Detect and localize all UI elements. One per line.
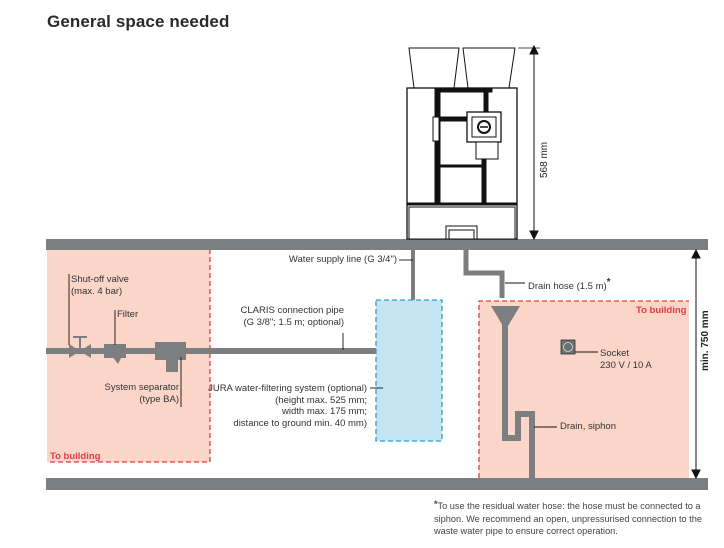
page-title: General space needed <box>47 12 230 31</box>
claris-connection-pipe <box>46 348 376 354</box>
drain-hose-footnote-mark: * <box>606 277 611 288</box>
leader-lines <box>68 259 598 428</box>
counter-height-label: min. 750 mm <box>700 310 711 371</box>
shutoff-valve-label: Shut-off valve (max. 4 bar) <box>71 274 129 297</box>
drain-siphon-label: Drain, siphon <box>560 421 616 432</box>
socket-rating: 230 V / 10 A <box>600 359 652 371</box>
drain-hose-text: Drain hose (1.5 m) <box>528 281 607 293</box>
system-separator-type: (type BA) <box>139 393 179 405</box>
socket-icon <box>560 339 576 355</box>
socket-label: Socket 230 V / 10 A <box>600 348 652 371</box>
socket-name: Socket <box>600 348 630 359</box>
coffee-machine <box>406 47 518 240</box>
claris-pipe-label: CLARIS connection pipe (G 3/8"; 1.5 m; o… <box>220 305 344 328</box>
filter-system-height: (height max. 525 mm; <box>275 394 367 406</box>
footnote-text: To use the residual water hose: the hose… <box>434 501 702 536</box>
water-filter-system <box>375 299 443 442</box>
machine-height-label: 568 mm <box>539 141 550 178</box>
footnote: *To use the residual water hose: the hos… <box>434 500 724 538</box>
claris-pipe-spec: (G 3/8"; 1.5 m; optional) <box>243 316 344 328</box>
filter-system-distance: distance to ground min. 40 mm) <box>233 417 367 429</box>
system-separator-label: System separator (type BA) <box>100 382 179 405</box>
machine-height-dimension <box>518 44 540 241</box>
filter-icon <box>104 344 126 364</box>
drain-hose-label: Drain hose (1.5 m)* <box>528 277 611 293</box>
system-separator-name: System separator <box>104 382 179 393</box>
counter-height-dimension <box>691 248 701 480</box>
right-zone-label: To building <box>636 305 687 316</box>
left-zone-label: To building <box>50 451 101 462</box>
filter-system-label: JURA water-filtering system (optional) (… <box>205 383 367 429</box>
right-building-zone <box>479 301 689 478</box>
drain-hose <box>463 250 505 298</box>
shutoff-valve-pressure: (max. 4 bar) <box>71 285 123 297</box>
left-zone-border <box>47 249 211 463</box>
drain-funnel-icon <box>491 306 520 326</box>
filter-label: Filter <box>117 309 139 320</box>
filter-system-width: width max. 175 mm; <box>282 406 367 417</box>
shutoff-valve-name: Shut-off valve <box>71 274 129 285</box>
right-zone-border <box>478 300 689 478</box>
drain-siphon <box>502 320 535 478</box>
counter-shelf <box>46 239 708 250</box>
filter-system-name: JURA water-filtering system (optional) <box>208 383 367 394</box>
water-supply-line <box>411 250 415 300</box>
floor-shelf <box>46 478 708 490</box>
claris-pipe-name: CLARIS connection pipe <box>240 305 344 316</box>
bean-hopper-icon <box>462 47 516 89</box>
shutoff-valve-icon <box>69 336 91 358</box>
system-separator-icon <box>155 342 186 372</box>
water-supply-label: Water supply line (G 3/4") <box>288 254 397 265</box>
footnote-mark: * <box>434 499 438 509</box>
bean-hopper-icon <box>408 47 460 89</box>
